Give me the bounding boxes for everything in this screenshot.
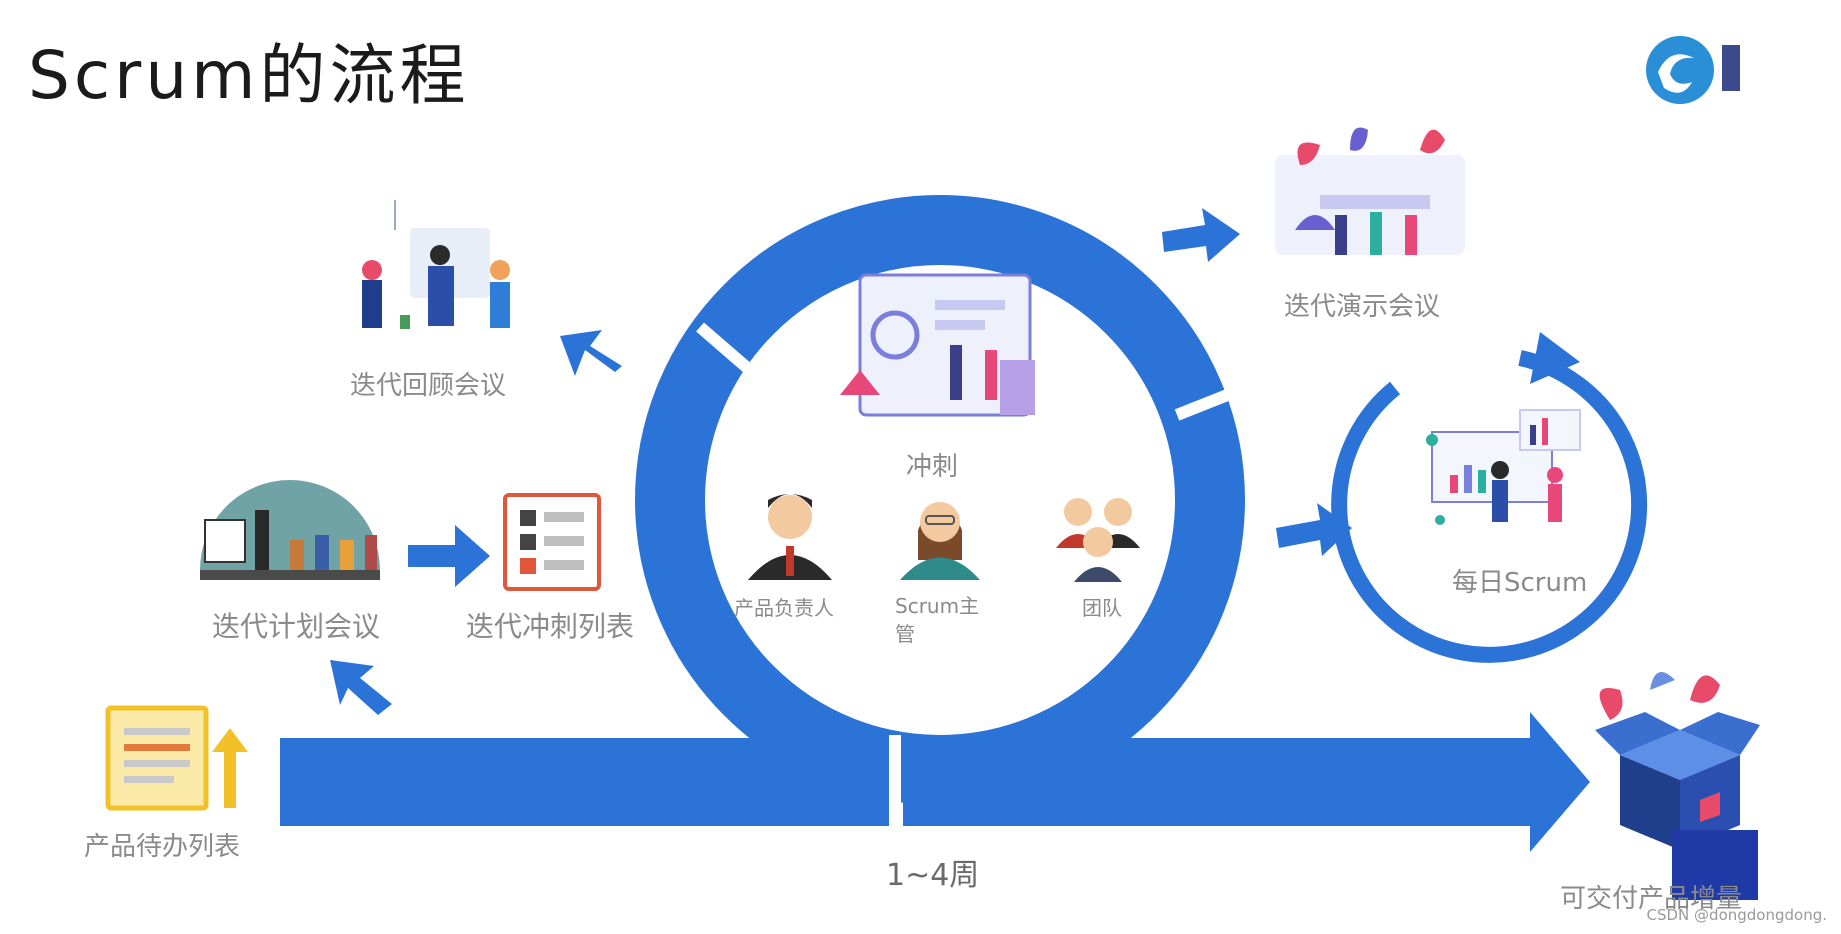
arrow-to-planning bbox=[330, 660, 392, 715]
sprint-backlog-label: 迭代冲刺列表 bbox=[466, 610, 635, 643]
team-label: 团队 bbox=[1082, 596, 1122, 620]
planning-illustration bbox=[200, 480, 380, 580]
planning-label: 迭代计划会议 bbox=[212, 610, 381, 643]
page-title: Scrum的流程 bbox=[28, 37, 470, 114]
brand-logo-icon bbox=[1646, 36, 1740, 104]
arrow-to-review bbox=[1162, 208, 1240, 262]
arrow-to-daily-scrum bbox=[1276, 503, 1352, 556]
review-label: 迭代演示会议 bbox=[1284, 292, 1441, 322]
daily-scrum-illustration bbox=[1426, 409, 1581, 525]
scrum-master-label: Scrum主管 bbox=[895, 594, 980, 646]
duration-label: 1~4周 bbox=[886, 858, 980, 893]
arrow-to-retrospective bbox=[560, 330, 622, 376]
product-backlog-label: 产品待办列表 bbox=[84, 832, 241, 862]
arrow-planning-to-backlog bbox=[408, 525, 490, 587]
sprint-label: 冲刺 bbox=[906, 452, 959, 482]
watermark: CSDN @dongdongdong. bbox=[1646, 906, 1827, 924]
retrospective-illustration bbox=[362, 200, 510, 329]
increment-box-icon bbox=[1595, 672, 1760, 900]
sprint-backlog-checklist-icon bbox=[503, 493, 601, 591]
sprint-loop-ring bbox=[635, 195, 1245, 826]
product-backlog-document-icon bbox=[105, 705, 248, 811]
daily-scrum-label: 每日Scrum bbox=[1452, 568, 1588, 598]
review-illustration bbox=[1275, 127, 1465, 255]
retrospective-label: 迭代回顾会议 bbox=[350, 371, 507, 401]
daily-scrum-loop-ring bbox=[1331, 332, 1648, 663]
increment-label: 可交付产品增量 bbox=[1560, 884, 1743, 910]
team-avatar-icon bbox=[1056, 498, 1140, 582]
product-owner-label: 产品负责人 bbox=[734, 596, 834, 620]
sprint-dashboard-illustration bbox=[840, 273, 1035, 417]
scrum-master-avatar-icon bbox=[900, 502, 980, 580]
product-owner-avatar-icon bbox=[748, 494, 832, 580]
